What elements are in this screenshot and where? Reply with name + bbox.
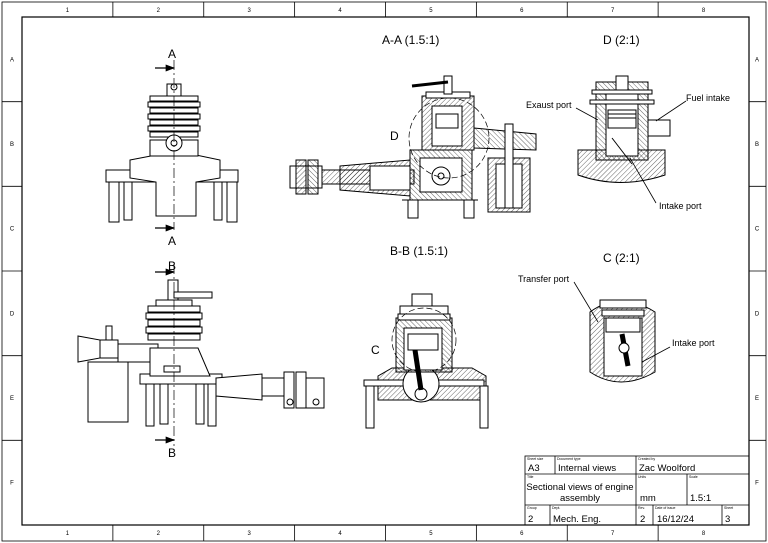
detail-d-leaders [575,100,687,204]
zone-row-label: C [755,227,760,233]
section-aa-view [289,75,537,219]
side-view-engine [77,279,325,427]
zone-column-label: 3 [248,8,252,14]
zone-column-label: 3 [248,531,252,537]
cut-label-a-top: A [168,47,176,61]
zone-column-label: 7 [611,8,615,14]
zone-column-label: 4 [338,8,342,14]
front-view-engine [105,83,239,223]
zone-column-label: 8 [702,531,706,537]
zone-row-label: F [10,481,14,487]
zone-column-label: 1 [66,531,70,537]
detail-marker-c: C [371,343,380,357]
sheet-size-label: Sheet size [527,457,543,461]
zone-column-label: 7 [611,531,615,537]
zone-row-label: B [755,142,759,148]
date-value: 16/12/24 [657,514,694,525]
section-line-a [155,60,175,232]
detail-marker-d: D [390,129,399,143]
zone-row-label: A [755,57,759,63]
view-title-detail-c: C (2:1) [603,251,640,265]
document-type-label: Document type [557,457,581,461]
group-value: 2 [528,514,533,525]
title-label: Title [527,475,534,479]
zone-row-label: D [755,311,760,317]
zone-column-label: 5 [429,531,433,537]
detail-d-view [577,75,671,183]
zone-column-label: 6 [520,8,524,14]
dept-value: Mech. Eng. [553,514,601,525]
rev-label: Rev. [638,506,645,510]
view-title-detail-d: D (2:1) [603,33,640,47]
zone-row-label: E [10,396,14,402]
zone-row-label: A [10,57,14,63]
zone-column-label: 8 [702,8,706,14]
view-title-section-bb: B-B (1.5:1) [390,244,448,258]
detail-c-leaders [573,281,671,363]
callout-intake-port-d: Intake port [659,201,702,211]
zone-row-label: C [10,227,15,233]
date-label: Date of issue [655,506,675,510]
group-label: Group [527,506,537,510]
section-line-b [155,264,175,446]
units-value: mm [640,493,656,504]
title-block-text: Sheet size A3 Document type Internal vie… [526,457,733,525]
created-by-label: Created by [638,457,655,461]
zone-column-label: 5 [429,8,433,14]
detail-c-view [589,299,656,383]
zone-column-label: 6 [520,531,524,537]
cut-label-b-bottom: B [168,446,176,460]
zone-row-label: F [755,481,759,487]
callout-intake-port-c: Intake port [672,338,715,348]
cut-label-a-bottom: A [168,234,176,248]
callout-exhaust-port: Exaust port [526,100,572,110]
title-value-line2: assembly [560,493,600,504]
sheet-size-value: A3 [528,463,540,474]
sheet-label: Sheet [724,506,733,510]
zone-column-label: 4 [338,531,342,537]
zone-column-label: 2 [157,531,161,537]
sheet-value: 3 [725,514,730,525]
zone-column-label: 1 [66,8,70,14]
scale-value: 1.5:1 [690,493,711,504]
zone-row-label: E [755,396,759,402]
callout-fuel-intake: Fuel intake [686,93,730,103]
title-value-line1: Sectional views of engine [526,482,633,493]
cut-label-b-top: B [168,259,176,273]
document-type-value: Internal views [558,463,616,474]
detail-circle-c [391,307,457,373]
detail-circle-d [408,97,490,179]
callout-transfer-port: Transfer port [518,274,570,284]
view-title-section-aa: A-A (1.5:1) [382,33,439,47]
units-label: Units [638,475,646,479]
zone-column-label: 2 [157,8,161,14]
scale-label: Scale [689,475,698,479]
zone-row-label: B [10,142,14,148]
rev-value: 2 [640,514,645,525]
zone-row-label: D [10,311,15,317]
created-by-value: Zac Woolford [639,463,695,474]
title-block [524,455,750,526]
section-bb-view [363,293,489,429]
dept-label: Dept. [552,506,560,510]
